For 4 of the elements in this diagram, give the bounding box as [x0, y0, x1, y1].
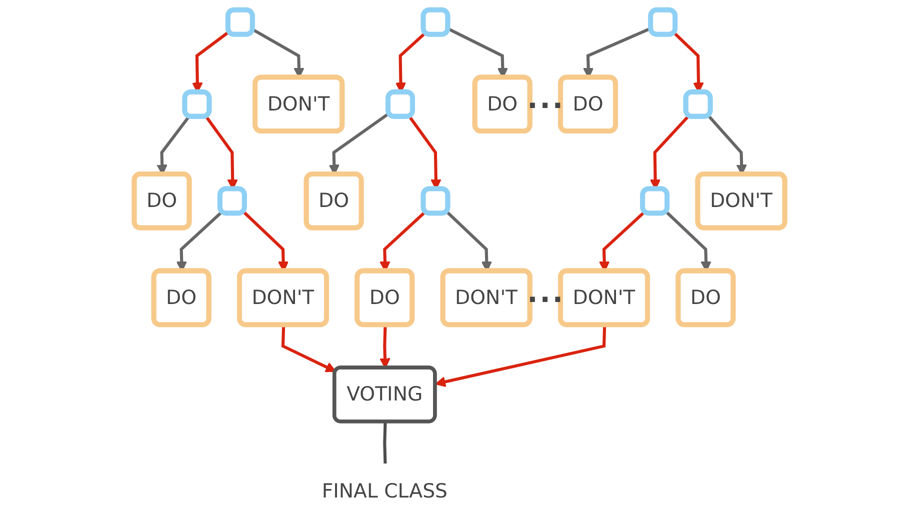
node-text: FINAL CLASS [322, 479, 448, 502]
arrow [435, 325, 606, 388]
connector [383, 422, 387, 465]
arrow [281, 325, 336, 372]
